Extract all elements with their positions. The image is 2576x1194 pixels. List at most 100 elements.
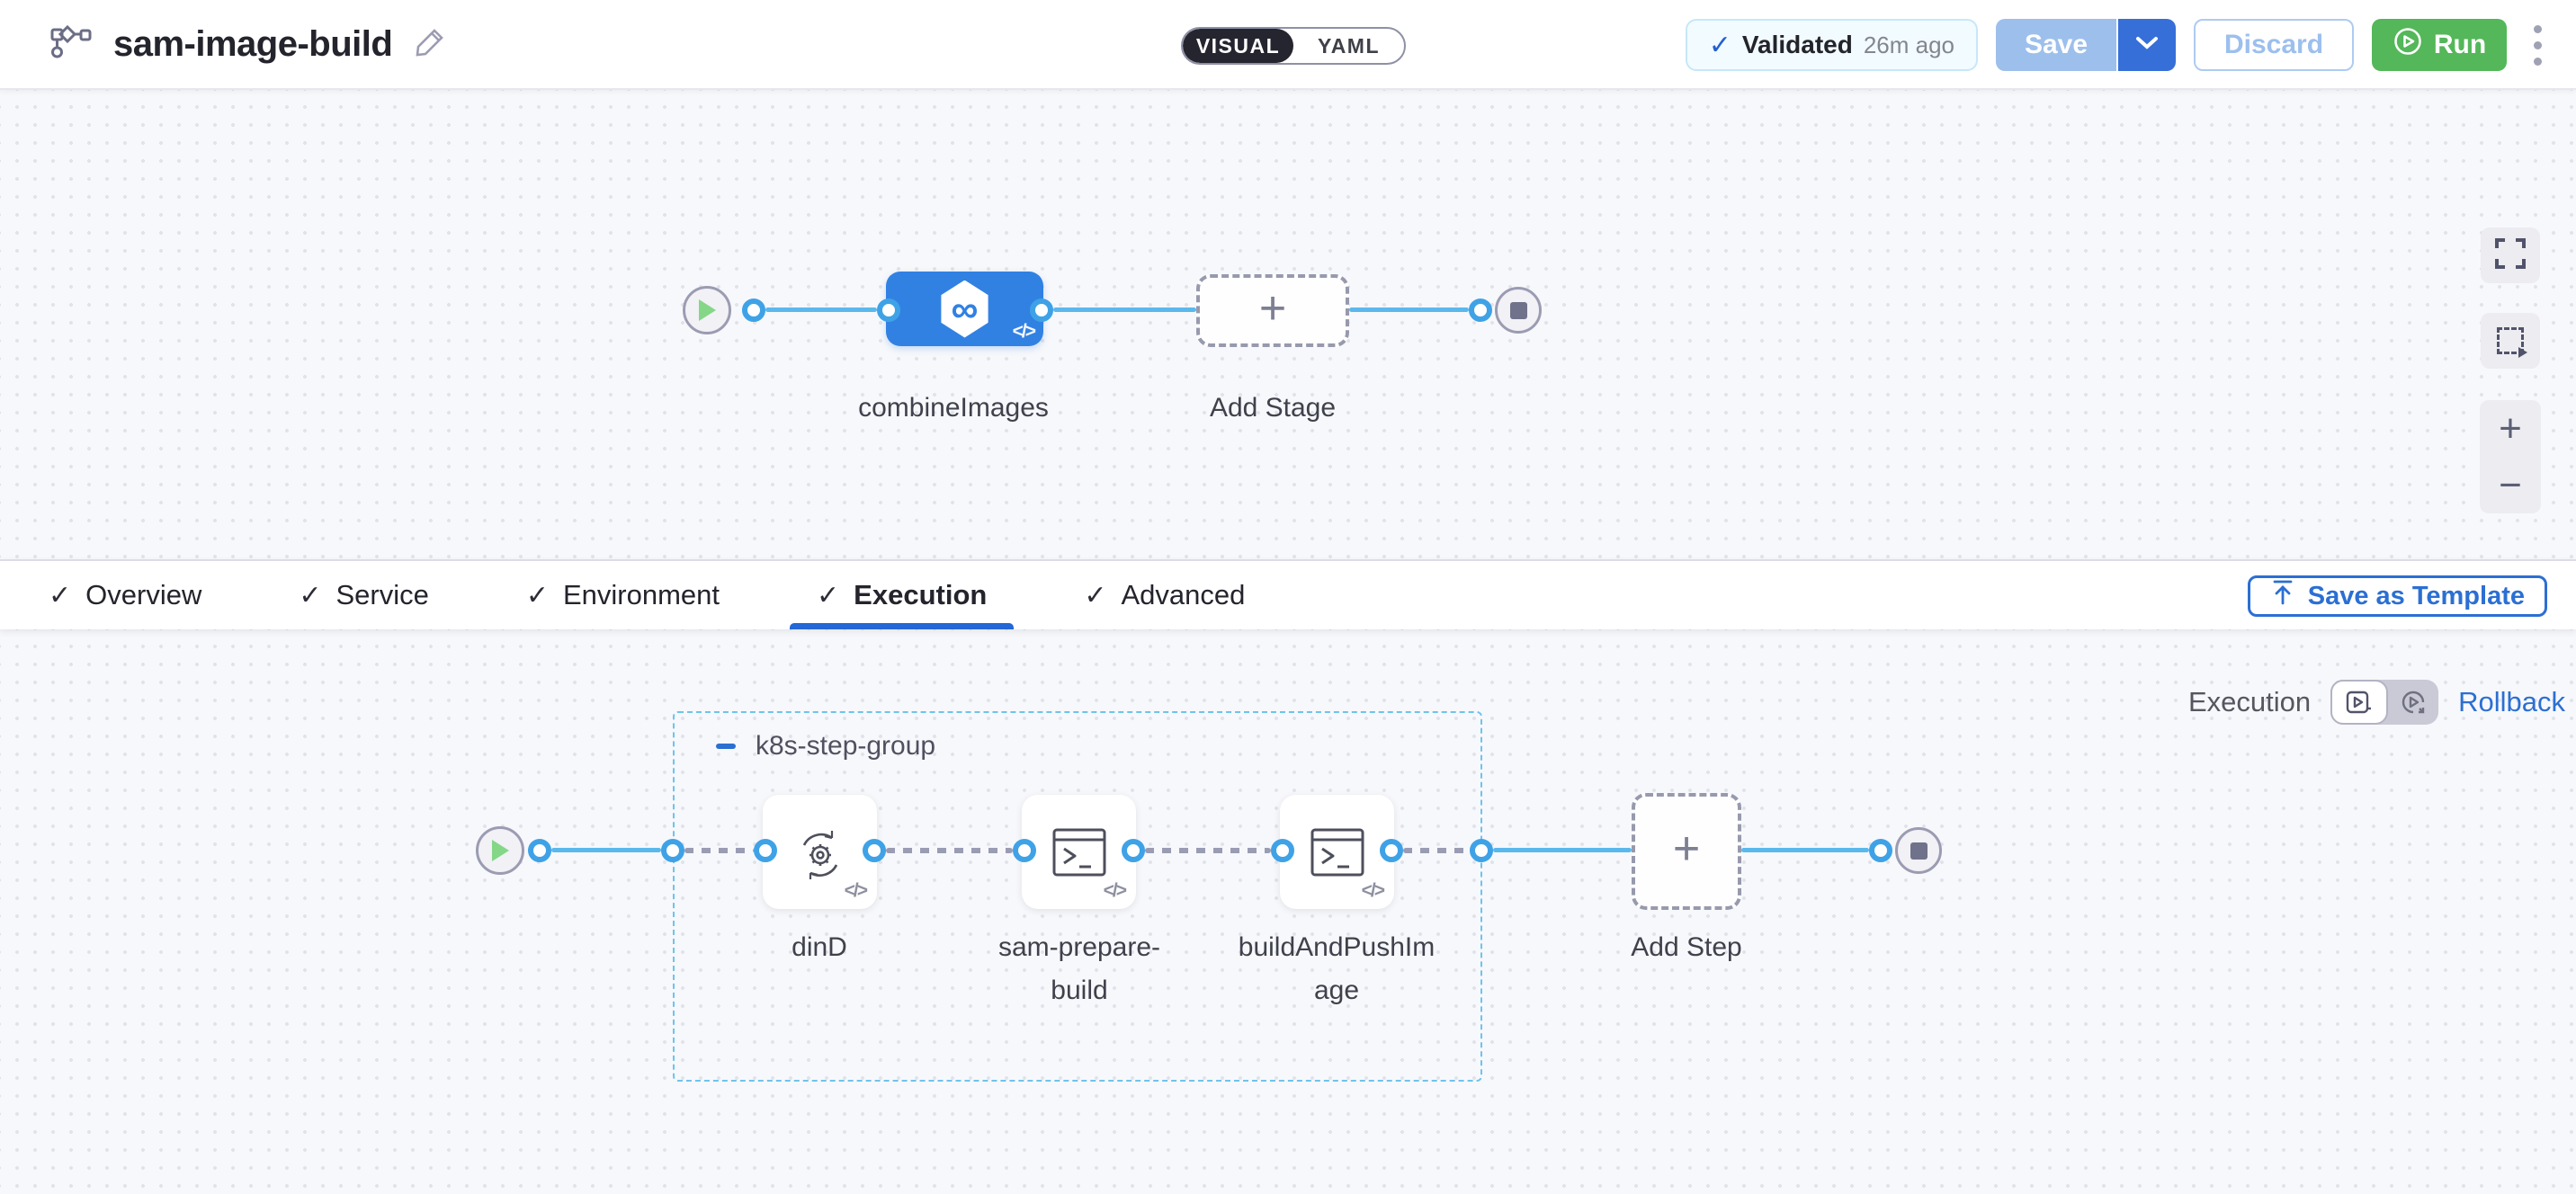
connector-line <box>1493 848 1632 852</box>
step-label-dind: dinD <box>792 932 847 962</box>
execution-steps-icon <box>2346 691 2372 714</box>
restart-gear-icon <box>802 830 837 879</box>
execution-end-node[interactable] <box>1895 827 1942 874</box>
rollback-link[interactable]: Rollback <box>2458 686 2565 717</box>
add-step-label: Add Step <box>1631 932 1742 962</box>
add-stage-label: Add Stage <box>1209 393 1337 423</box>
step-in-port[interactable] <box>1013 839 1036 862</box>
step-node-dind[interactable]: </> <box>763 795 877 909</box>
execution-start-node[interactable] <box>476 826 524 875</box>
execution-rollback-switcher: Execution Rollback <box>2188 680 2565 725</box>
stage-node-combineimages[interactable]: ∞ </> <box>886 272 1043 346</box>
connector-line <box>1741 848 1869 852</box>
start-out-port[interactable] <box>528 839 551 862</box>
end-in-port[interactable] <box>1469 298 1492 322</box>
add-stage-button[interactable]: + <box>1196 274 1349 347</box>
step-out-port[interactable] <box>1380 839 1403 862</box>
validated-check-icon: ✓ <box>1708 30 1731 60</box>
zoom-controls: + − <box>2480 400 2541 513</box>
step-in-port[interactable] <box>1271 839 1294 862</box>
yaml-mode-button[interactable]: YAML <box>1317 33 1381 58</box>
tab-check-icon: ✓ <box>49 580 72 610</box>
stage-out-port[interactable] <box>1030 298 1053 322</box>
add-step-button[interactable]: + <box>1632 793 1741 910</box>
stage-canvas[interactable]: ∞ </> + combineImages Add Stage + − <box>0 90 2576 559</box>
connector-line <box>1349 307 1469 312</box>
step-label-sam-prepare-build: sam-prepare- build <box>997 932 1161 1005</box>
step-in-port[interactable] <box>754 839 777 862</box>
execution-canvas[interactable]: Execution Rollback k8s-step- <box>0 629 2576 1194</box>
collapse-minus-icon[interactable] <box>716 744 736 749</box>
plus-icon: + <box>1672 823 1701 875</box>
step-label-buildandpushimage: buildAndPushIm age <box>1238 932 1436 1005</box>
zoom-in-button[interactable]: + <box>2499 405 2522 450</box>
step-out-port[interactable] <box>863 839 886 862</box>
group-out-port[interactable] <box>1470 839 1493 862</box>
tab-execution[interactable]: ✓ Execution <box>790 561 1015 629</box>
tab-environment[interactable]: ✓ Environment <box>521 561 725 629</box>
step-out-port[interactable] <box>1122 839 1145 862</box>
rollback-view-segment[interactable] <box>2388 680 2438 725</box>
code-icon: </> <box>1361 880 1385 901</box>
execution-rollback-toggle[interactable] <box>2330 680 2439 725</box>
step-node-sam-prepare-build[interactable]: </> <box>1022 795 1136 909</box>
run-script-icon <box>1052 828 1105 876</box>
run-label: Run <box>2433 30 2487 59</box>
save-button[interactable]: Save <box>1996 19 2116 71</box>
pipeline-end-node[interactable] <box>1495 287 1542 334</box>
edit-pencil-icon[interactable] <box>412 24 448 65</box>
connector-line-dashed <box>1145 848 1271 853</box>
upload-icon <box>2270 579 2295 613</box>
chevron-down-icon <box>2135 36 2159 55</box>
discard-button[interactable]: Discard <box>2194 19 2354 71</box>
stop-icon <box>1509 301 1527 319</box>
execution-view-segment[interactable] <box>2330 680 2389 725</box>
run-button[interactable]: Run <box>2372 19 2507 71</box>
code-icon: </> <box>1103 880 1127 901</box>
play-icon <box>492 840 509 861</box>
end-in-port[interactable] <box>1869 839 1892 862</box>
active-tab-underline <box>790 623 1015 629</box>
code-icon: </> <box>844 880 868 901</box>
selection-mode-button[interactable] <box>2481 313 2540 369</box>
start-out-port[interactable] <box>742 298 765 322</box>
validated-time: 26m ago <box>1863 31 1954 58</box>
tab-overview[interactable]: ✓ Overview <box>43 561 207 629</box>
stage-label: combineImages <box>858 393 1049 423</box>
validated-label: Validated <box>1741 31 1853 58</box>
stage-in-port[interactable] <box>877 298 900 322</box>
save-as-template-button[interactable]: Save as Template <box>2247 575 2547 617</box>
fullscreen-icon <box>2495 237 2526 273</box>
stop-icon <box>1910 842 1928 860</box>
connector-line <box>551 848 661 852</box>
connector-line <box>1053 307 1196 312</box>
step-node-buildandpushimage[interactable]: </> <box>1280 795 1394 909</box>
save-options-caret-button[interactable] <box>2118 19 2176 71</box>
pipeline-icon <box>50 22 94 67</box>
rollback-icon <box>2402 691 2425 714</box>
step-group-k8s[interactable]: k8s-step-group <box>673 711 1482 1082</box>
pipeline-studio-header: sam-image-build VISUAL YAML ✓ Validated … <box>0 0 2576 90</box>
group-in-port[interactable] <box>661 839 684 862</box>
more-options-kebab-icon[interactable] <box>2525 20 2551 71</box>
run-script-icon <box>1310 828 1364 876</box>
connector-line-dashed <box>684 848 754 853</box>
visual-mode-button[interactable]: VISUAL <box>1183 29 1293 63</box>
tab-check-icon: ✓ <box>299 580 322 610</box>
tab-advanced[interactable]: ✓ Advanced <box>1078 561 1250 629</box>
step-group-name: k8s-step-group <box>756 731 936 761</box>
tab-check-icon: ✓ <box>817 580 840 610</box>
validated-badge[interactable]: ✓ Validated 26m ago <box>1685 19 1978 71</box>
tab-label: Advanced <box>1121 579 1246 610</box>
tab-label: Overview <box>85 579 202 610</box>
plus-icon: + <box>1258 281 1287 334</box>
zoom-out-button[interactable]: − <box>2499 462 2522 507</box>
visual-yaml-toggle: VISUAL YAML <box>1181 27 1406 65</box>
step-group-header[interactable]: k8s-step-group <box>716 731 935 762</box>
pipeline-start-node[interactable] <box>683 286 731 334</box>
play-icon <box>699 299 716 321</box>
stage-type-icon: ∞ <box>941 280 988 338</box>
tab-service[interactable]: ✓ Service <box>293 561 434 629</box>
marquee-select-icon <box>2497 327 2527 358</box>
fullscreen-button[interactable] <box>2481 227 2540 283</box>
